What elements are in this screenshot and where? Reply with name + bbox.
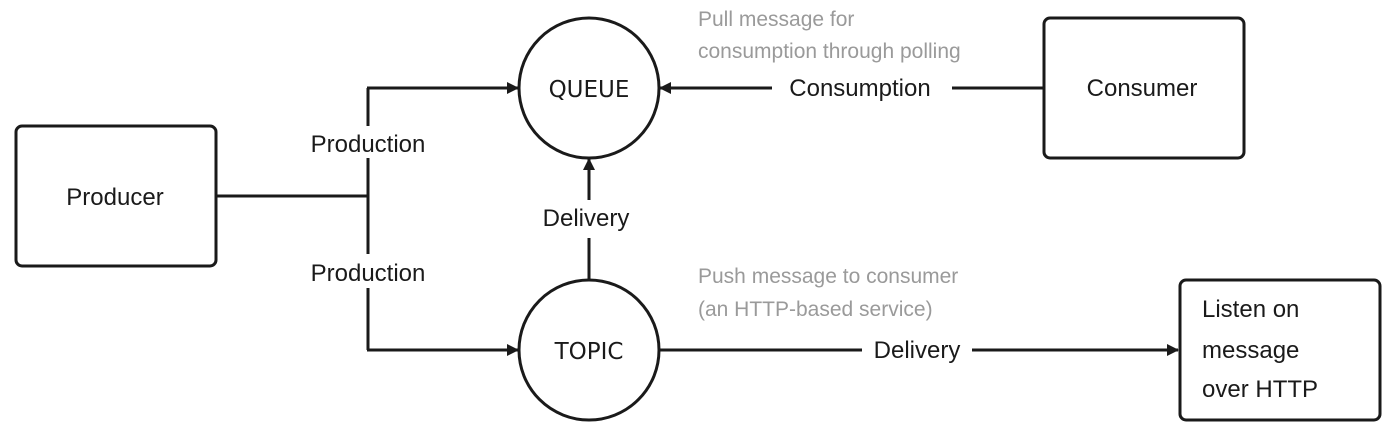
production-connectors: [216, 88, 370, 350]
edge-topic-to-listener: Delivery: [659, 337, 1179, 364]
consumer-label: Consumer: [1087, 75, 1198, 102]
producer-node: Producer: [14, 124, 218, 268]
topic-node: TOPIC: [517, 278, 661, 422]
listener-label-line-3: over HTTP: [1202, 376, 1318, 403]
production-label-lower: Production: [311, 260, 426, 287]
edge-production-to-queue: Production: [311, 82, 519, 158]
edge-production-to-topic: Production: [311, 260, 519, 356]
listener-label-line-2: message: [1202, 337, 1299, 364]
edge-consumption: Consumption: [659, 75, 1043, 102]
delivery-label-vertical: Delivery: [543, 205, 630, 232]
push-note: Push message to consumer (an HTTP-based …: [698, 265, 958, 321]
push-note-line-1: Push message to consumer: [698, 265, 958, 288]
pull-note: Pull message for consumption through pol…: [698, 8, 961, 63]
delivery-label-horizontal: Delivery: [874, 337, 961, 364]
production-label-upper: Production: [311, 131, 426, 158]
queue-node: QUEUE: [517, 16, 661, 160]
listener-label-line-1: Listen on: [1202, 296, 1299, 323]
edge-topic-to-queue: Delivery: [543, 158, 630, 279]
pull-note-line-2: consumption through polling: [698, 40, 961, 63]
listener-node: Listen on message over HTTP: [1178, 278, 1382, 422]
producer-label: Producer: [66, 184, 163, 211]
topic-label: TOPIC: [554, 339, 624, 365]
consumption-label: Consumption: [789, 75, 930, 102]
push-note-line-2: (an HTTP-based service): [698, 298, 933, 321]
pull-note-line-1: Pull message for: [698, 8, 854, 31]
queue-label: QUEUE: [549, 77, 630, 103]
consumer-node: Consumer: [1042, 16, 1246, 160]
